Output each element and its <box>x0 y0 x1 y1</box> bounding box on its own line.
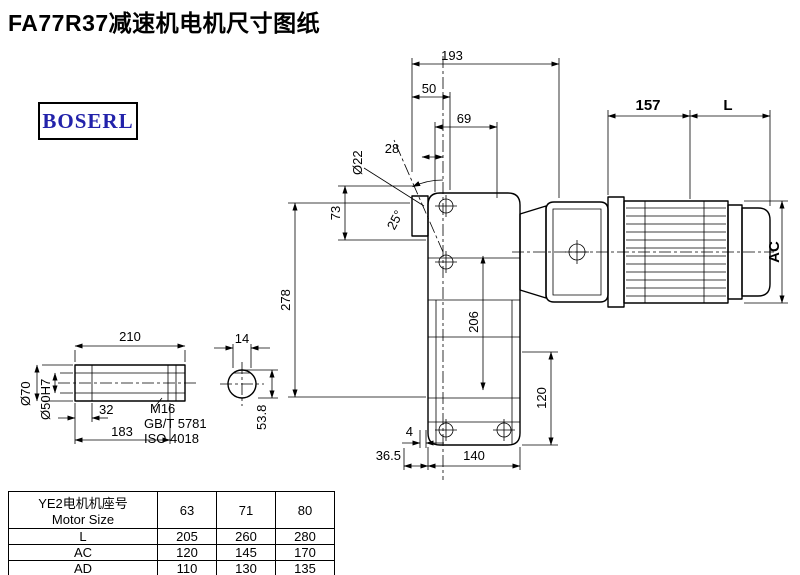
dim-157-label: 157 <box>635 97 660 114</box>
dim-25deg-label: 25° <box>384 208 406 232</box>
dim-50-label: 50 <box>422 81 436 96</box>
table-header-en: Motor Size <box>51 512 115 527</box>
dim-dia70-label: Ø70 <box>18 381 33 406</box>
dim-28-label: 28 <box>385 141 399 156</box>
input-gear-stage <box>519 201 609 303</box>
motor-size-table: YE2电机机座号 Motor Size 63 71 80 L 205 260 2… <box>8 491 335 575</box>
dim-278-label: 278 <box>278 289 293 311</box>
brand-logo: BOSERL <box>38 102 138 140</box>
table-cell: 280 <box>275 528 335 545</box>
table-row-label: AD <box>8 560 158 575</box>
table-row-L: L 205 260 280 <box>8 528 335 545</box>
dimension-lines-main <box>292 61 785 469</box>
gearbox-housing <box>411 192 521 446</box>
dim-4-label: 4 <box>406 424 413 439</box>
table-col-71: 71 <box>216 491 276 529</box>
table-row-label: L <box>8 528 158 545</box>
dim-36_5-label: 36.5 <box>376 448 401 463</box>
dim-dia50h7-label: Ø50H7 <box>38 379 53 420</box>
shaft-detail <box>74 364 257 410</box>
dim-206-label: 206 <box>466 311 481 333</box>
fan-cover <box>741 207 771 297</box>
table-cell: 170 <box>275 544 335 561</box>
table-cell: 130 <box>216 560 276 575</box>
table-cell: 120 <box>157 544 217 561</box>
dim-140-label: 140 <box>463 448 485 463</box>
shaft-end-view <box>227 369 257 399</box>
standard-iso4018-label: ISO 4018 <box>144 431 199 446</box>
dim-14-label: 14 <box>235 331 249 346</box>
table-row-label: AC <box>8 544 158 561</box>
table-col-63: 63 <box>157 491 217 529</box>
motor-fins <box>626 207 726 297</box>
table-cell: 205 <box>157 528 217 545</box>
table-row-AD: AD 110 130 135 <box>8 560 335 575</box>
standard-gbt5781-label: GB/T 5781 <box>144 416 207 431</box>
dim-193-label: 193 <box>441 48 463 63</box>
dim-183-label: 183 <box>111 424 133 439</box>
table-col-80: 80 <box>275 491 335 529</box>
dim-53_8-label: 53.8 <box>254 405 269 430</box>
table-cell: 260 <box>216 528 276 545</box>
dimension-lines-shaft <box>34 343 275 443</box>
m16-leader <box>152 397 163 410</box>
dim-dia22-label: Ø22 <box>350 150 365 175</box>
dim-120-label: 120 <box>534 387 549 409</box>
table-cell: 135 <box>275 560 335 575</box>
thread-m16-label: M16 <box>150 401 175 416</box>
table-row-AC: AC 120 145 170 <box>8 544 335 561</box>
page-title: FA77R37减速机电机尺寸图纸 <box>8 10 321 36</box>
dim-AC-label: AC <box>766 241 783 263</box>
dim-69-label: 69 <box>457 111 471 126</box>
table-header-cn: YE2电机机座号 <box>38 496 128 511</box>
dim-210-label: 210 <box>119 329 141 344</box>
dim-32-label: 32 <box>99 402 113 417</box>
table-header-motor-size: YE2电机机座号 Motor Size <box>8 491 158 529</box>
dim-73-label: 73 <box>328 206 343 220</box>
dim-L-label: L <box>723 97 732 114</box>
table-cell: 145 <box>216 544 276 561</box>
table-cell: 110 <box>157 560 217 575</box>
motor <box>607 196 771 308</box>
table-header-row: YE2电机机座号 Motor Size 63 71 80 <box>8 491 335 529</box>
